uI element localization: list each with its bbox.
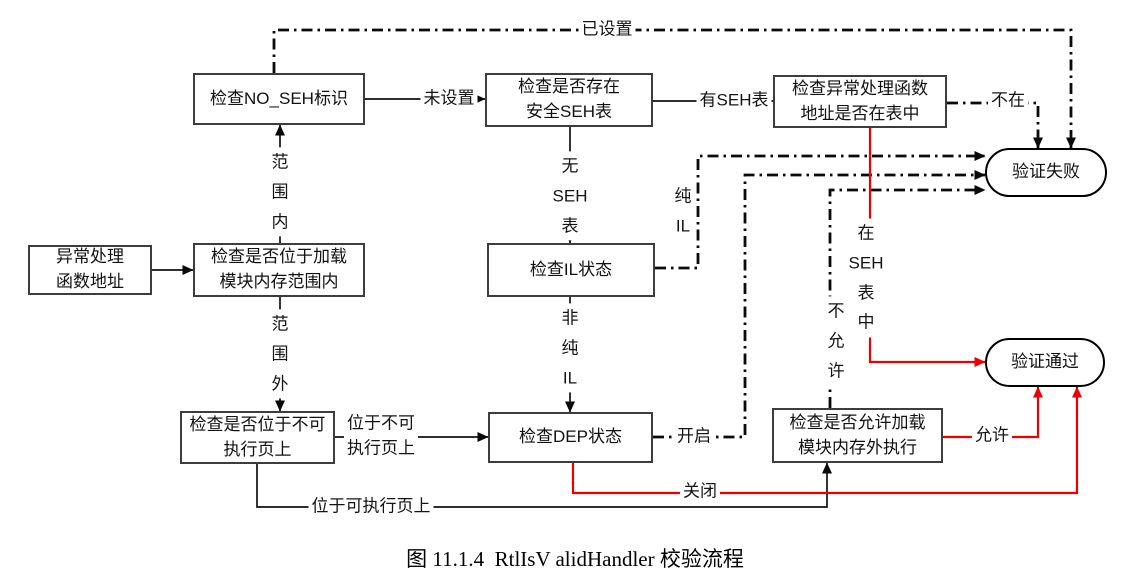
edge-label-no-seh-table: 无 SEH 表 xyxy=(549,151,591,241)
edge-label-on-nonexec-page: 位于不可 执行页上 xyxy=(344,411,418,461)
edge-handler-to-pass xyxy=(868,128,986,367)
edge-label-has-seh-table: 有SEH表 xyxy=(696,88,772,114)
edge-il-to-fail xyxy=(655,151,986,270)
node-check-il-status: 检查IL状态 xyxy=(487,243,655,297)
edge-handler-to-fail xyxy=(947,101,1043,149)
edge-label-not-in: 不在 xyxy=(988,88,1028,114)
node-verify-pass: 验证通过 xyxy=(985,338,1105,387)
edge-label-non-pure-il: 非 纯 IL xyxy=(558,303,582,393)
node-check-loaded-module-range: 检查是否位于加载 模块内存范围内 xyxy=(193,243,365,297)
edge-label-not-allowed: 不 允 许 xyxy=(824,296,848,386)
edge-label-set: 已设置 xyxy=(578,17,636,43)
node-check-safe-seh-table: 检查是否存在 安全SEH表 xyxy=(485,73,653,127)
edge-label-dep-on: 开启 xyxy=(674,424,714,450)
node-check-nonexec-page: 检查是否位于不可 执行页上 xyxy=(180,411,335,464)
figure-caption: 图 11.1.4 RtlIsV alidHandler 校验流程 xyxy=(406,547,744,571)
edge-dep-to-pass xyxy=(571,386,1082,495)
edge-noseh-to-fail xyxy=(272,28,1076,149)
node-check-no-seh-flag: 检查NO_SEH标识 xyxy=(193,73,365,125)
edge-label-on-exec-page: 位于可执行页上 xyxy=(308,494,434,520)
edge-dep-to-fail xyxy=(653,170,986,439)
edge-nonexec-to-allow xyxy=(256,462,832,508)
edge-label-dep-off: 关闭 xyxy=(680,479,720,505)
edge-label-range-in: 范 围 内 xyxy=(268,147,292,237)
edge-label-pure-il: 纯 IL xyxy=(671,181,695,241)
node-exception-handler-address: 异常处理 函数地址 xyxy=(28,245,152,295)
edge-label-allowed: 允许 xyxy=(972,423,1012,449)
edge-label-not-set: 未设置 xyxy=(420,86,478,112)
node-check-handler-in-table: 检查异常处理函数 地址是否在表中 xyxy=(773,75,947,128)
edge-label-in-seh-table: 在 SEH 表 中 xyxy=(845,218,887,338)
node-check-dep-status: 检查DEP状态 xyxy=(488,412,653,463)
edge-label-range-out: 范 围 外 xyxy=(268,309,292,399)
node-verify-fail: 验证失败 xyxy=(985,148,1107,197)
node-check-allow-outside-module: 检查是否允许加载 模块内存外执行 xyxy=(772,408,943,463)
